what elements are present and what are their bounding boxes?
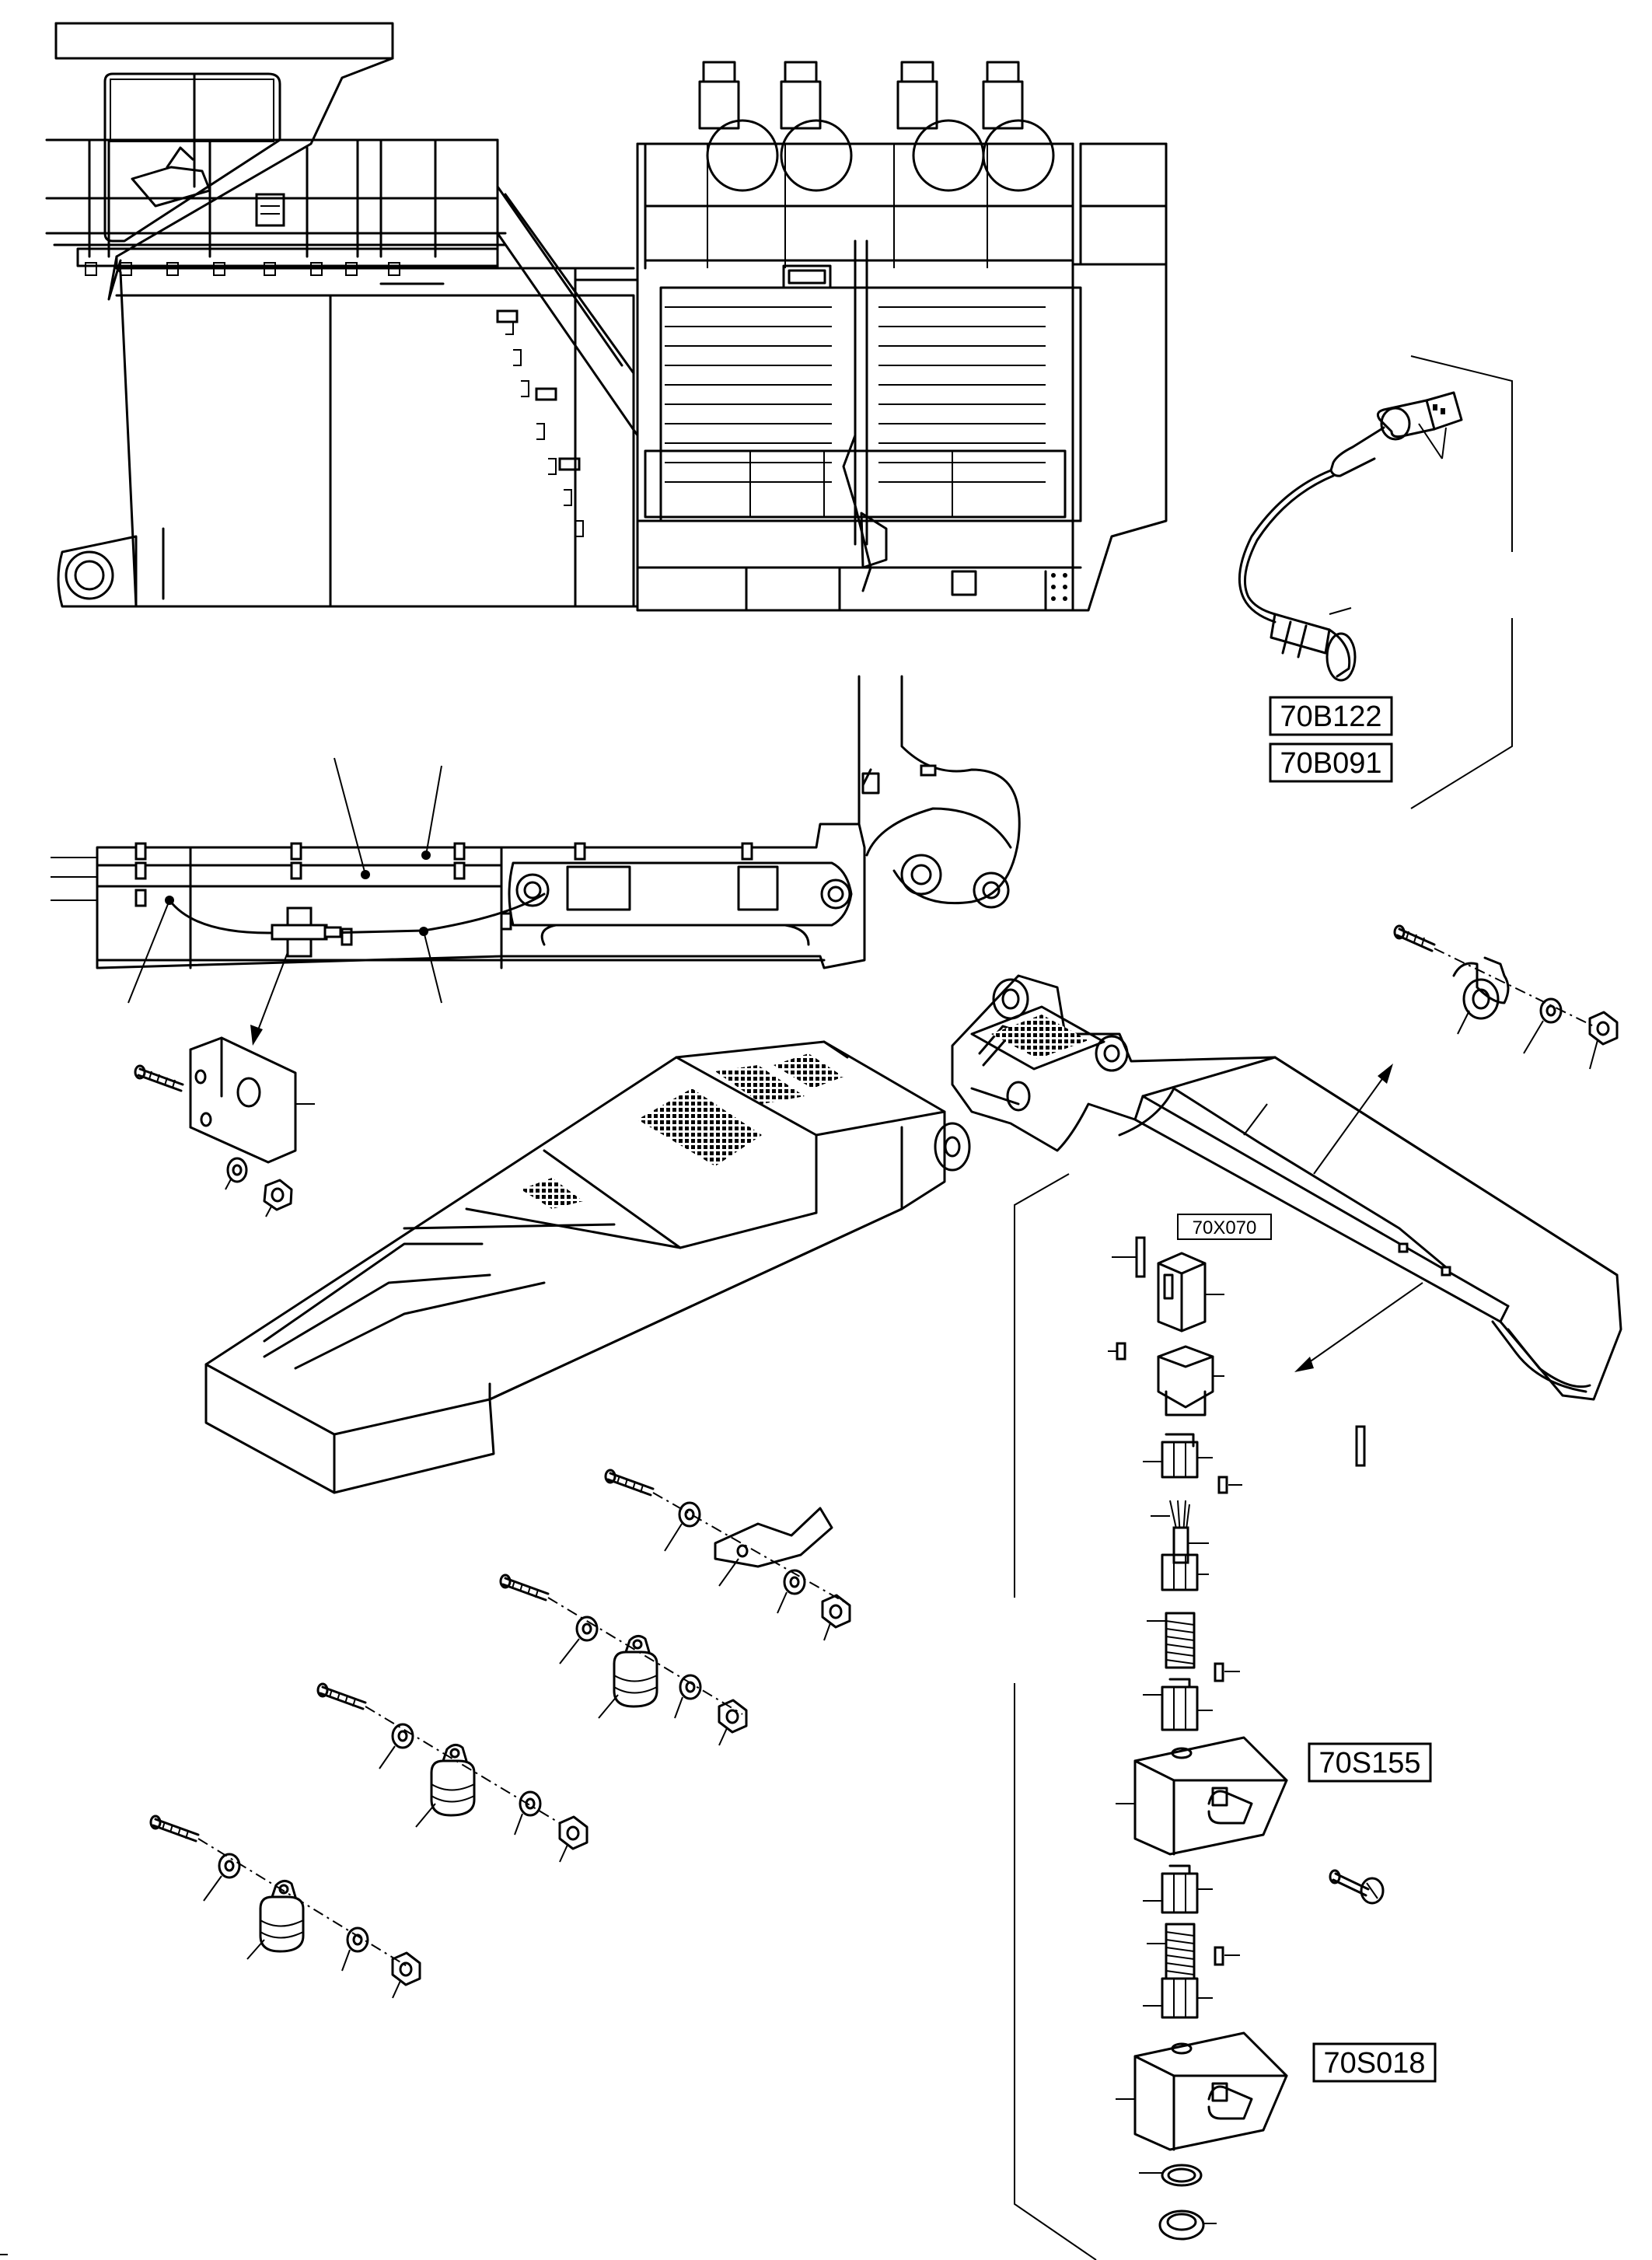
boom-side-view — [51, 675, 1021, 1004]
clip-assembly-1 — [499, 1574, 748, 1746]
arm-isometric — [951, 974, 1622, 1401]
svg-text:70S018: 70S018 — [1323, 2047, 1425, 2080]
sensor-label-a: 70B122 — [1269, 696, 1393, 736]
sensor-label-b: 70B091 — [1269, 742, 1393, 783]
switch-label-a: 70S155 — [1308, 1742, 1432, 1783]
clip-assembly-3 — [149, 1815, 421, 1999]
machine-side-view — [45, 22, 1168, 612]
clamp-detail-top — [1393, 924, 1619, 1070]
clip-assembly-2 — [316, 1682, 589, 1863]
switch-label-b: 70S018 — [1312, 2042, 1437, 2083]
svg-text:70B122: 70B122 — [1280, 700, 1381, 733]
boom-isometric — [204, 1040, 971, 1494]
svg-text:70S155: 70S155 — [1318, 1747, 1420, 1780]
switch-exploded-view — [1014, 1173, 1385, 2260]
proximity-sensor-detail — [1238, 355, 1513, 809]
bracket-detail — [134, 1036, 315, 1217]
flat-bracket-assembly — [604, 1469, 851, 1641]
svg-text:70B091: 70B091 — [1280, 747, 1381, 780]
connector-label: 70X070 — [1177, 1214, 1272, 1240]
svg-text:70X070: 70X070 — [1193, 1217, 1257, 1238]
